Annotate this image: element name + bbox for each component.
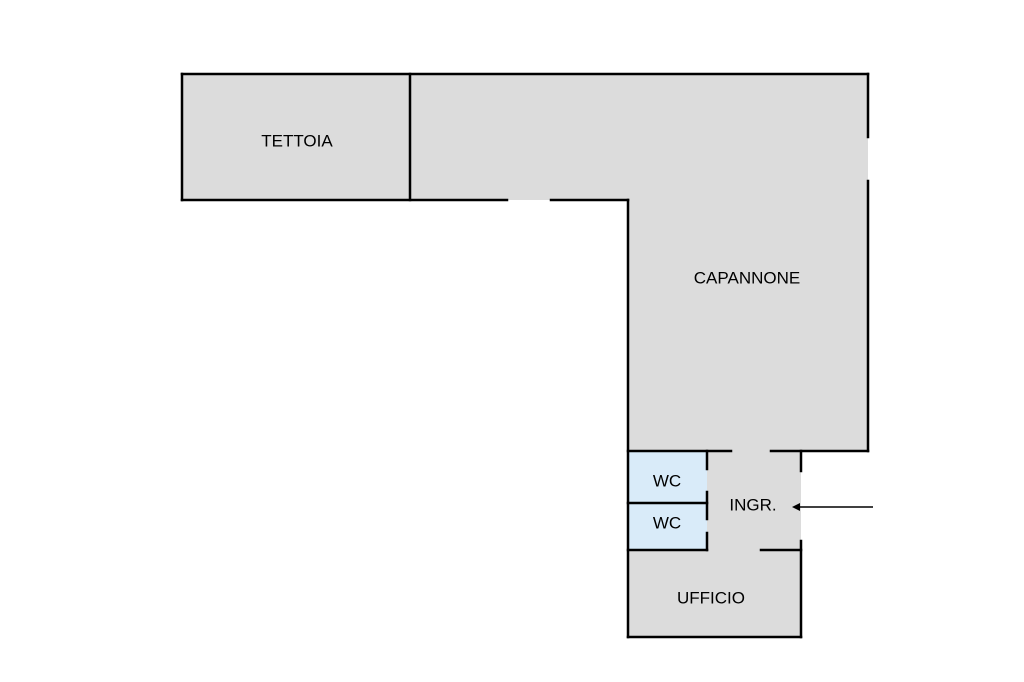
wc-lower-area xyxy=(628,503,707,550)
room-label-ufficio: UFFICIO xyxy=(677,588,745,607)
entrance-arrow-icon xyxy=(792,503,873,511)
wc-upper-area xyxy=(628,451,707,503)
room-label-capannone: CAPANNONE xyxy=(694,268,800,287)
walls xyxy=(180,72,870,639)
room-label-tettoia: TETTOIA xyxy=(261,131,333,150)
ufficio-area xyxy=(628,550,801,637)
room-label-wc-upper: WC xyxy=(653,471,681,490)
capannone-area xyxy=(410,74,868,451)
room-label-ingresso: INGR. xyxy=(729,495,776,514)
ingresso-area xyxy=(707,451,801,550)
room-fills xyxy=(182,74,868,637)
room-label-wc-lower: WC xyxy=(653,513,681,532)
tettoia-area xyxy=(182,74,410,200)
